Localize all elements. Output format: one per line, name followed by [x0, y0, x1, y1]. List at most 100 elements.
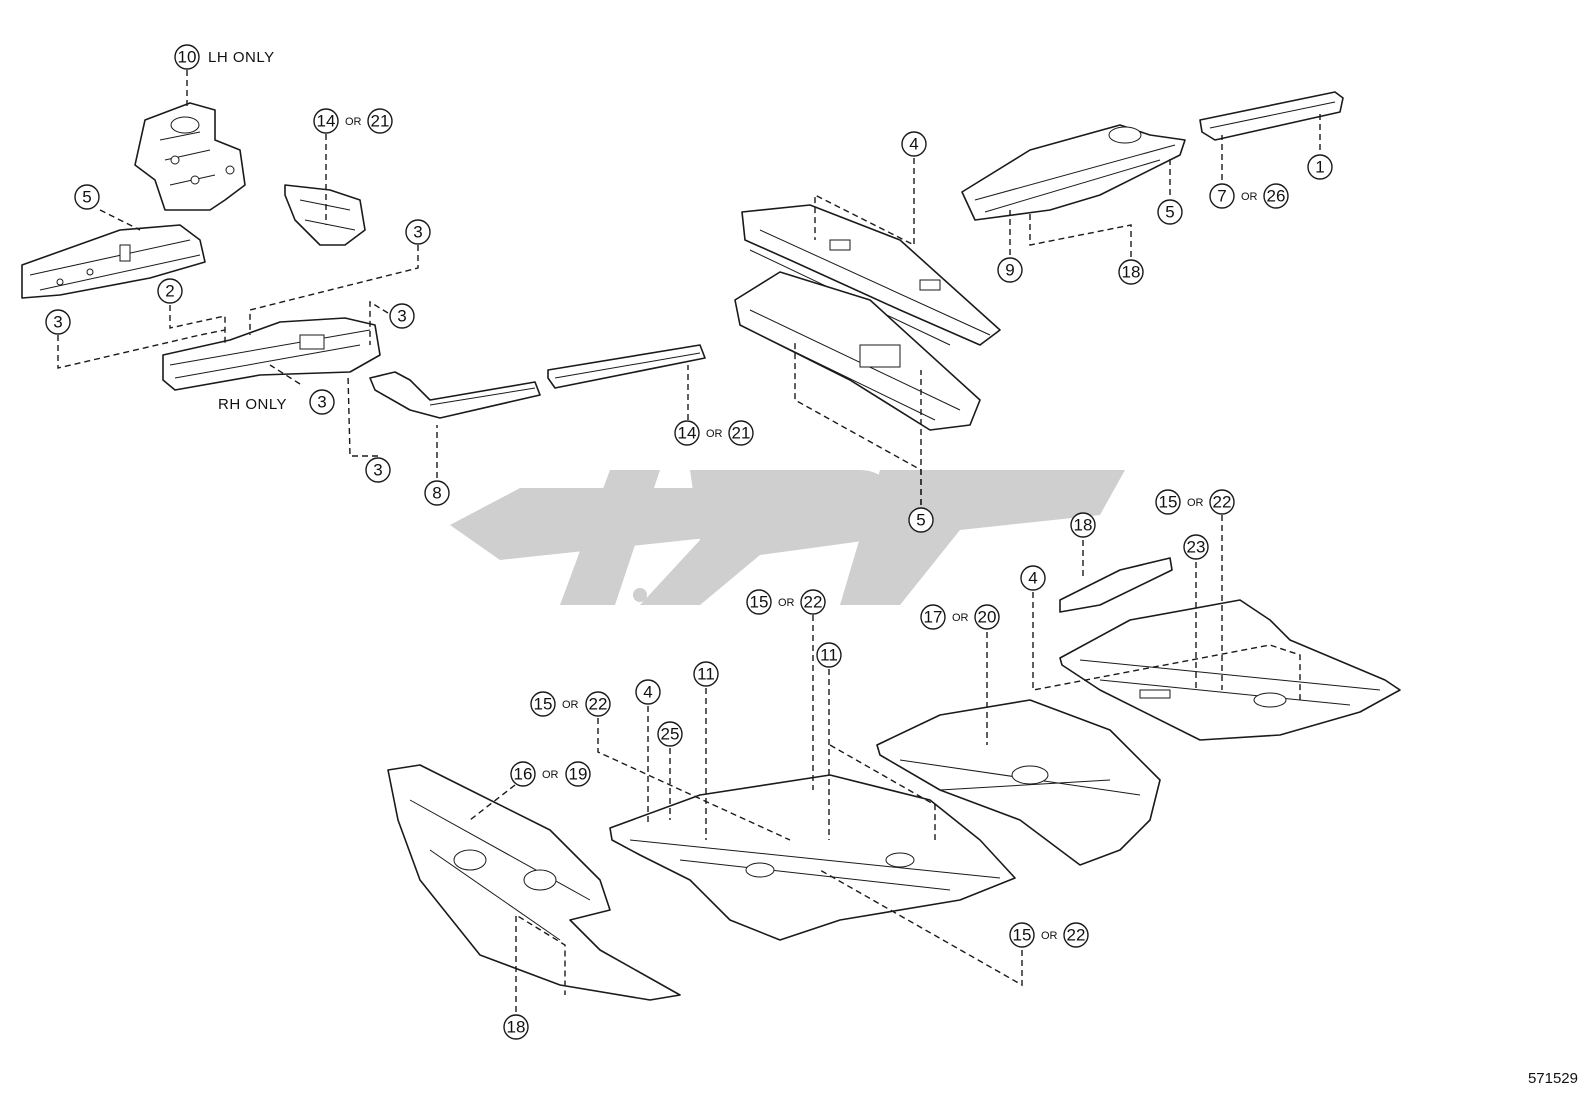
callout-23: 23 — [1183, 534, 1209, 560]
callout-22-right: 22 — [1209, 489, 1235, 515]
leader-lines — [57, 70, 1321, 1012]
part-front-member — [162, 317, 381, 391]
part-center-floor — [876, 699, 1161, 866]
svg-text:21: 21 — [732, 424, 751, 443]
callout-14-top: 14 — [313, 108, 339, 134]
svg-text:5: 5 — [82, 188, 91, 207]
svg-text:15: 15 — [1159, 493, 1178, 512]
svg-text:4: 4 — [1028, 569, 1037, 588]
svg-text:3: 3 — [373, 461, 382, 480]
note-rh-only: RH ONLY — [218, 396, 287, 413]
svg-text:16: 16 — [514, 765, 533, 784]
svg-text:22: 22 — [1067, 926, 1086, 945]
callout-3-rh: 3 — [309, 389, 335, 415]
callout-2: 2 — [157, 278, 183, 304]
callout-8: 8 — [424, 480, 450, 506]
part-rear-end-rail — [1199, 91, 1344, 141]
callout-15-lower-left: 15 — [530, 691, 556, 717]
svg-text:10: 10 — [178, 48, 197, 67]
or-label-8: OR — [542, 769, 559, 781]
note-lh-only: LH ONLY — [208, 49, 275, 66]
or-label-7: OR — [562, 699, 579, 711]
or-label-5: OR — [952, 612, 969, 624]
part-side-rail-left — [21, 224, 206, 299]
part-front-floor — [609, 774, 1016, 941]
svg-text:15: 15 — [534, 695, 553, 714]
svg-text:23: 23 — [1187, 538, 1206, 557]
callout-4-right: 4 — [1020, 565, 1046, 591]
svg-text:20: 20 — [978, 608, 997, 627]
or-label-1: OR — [345, 116, 362, 128]
or-label-6: OR — [778, 597, 795, 609]
callout-22-lower-right: 22 — [1063, 922, 1089, 948]
callout-3-left: 3 — [45, 309, 71, 335]
svg-text:18: 18 — [1122, 263, 1141, 282]
callout-19: 19 — [565, 761, 591, 787]
svg-text:4: 4 — [643, 683, 652, 702]
callout-18-mid: 18 — [1070, 512, 1096, 538]
callout-9: 9 — [997, 257, 1023, 283]
callout-3-lower: 3 — [365, 457, 391, 483]
callout-20: 20 — [974, 604, 1000, 630]
or-label-4: OR — [1187, 497, 1204, 509]
svg-text:9: 9 — [1005, 261, 1014, 280]
callout-5-left: 5 — [74, 184, 100, 210]
callout-15-right: 15 — [1155, 489, 1181, 515]
diagram-number: 571529 — [1527, 1070, 1578, 1087]
callout-11-right: 11 — [816, 642, 842, 668]
part-rear-side-member — [961, 124, 1186, 221]
callout-17: 17 — [920, 604, 946, 630]
svg-text:5: 5 — [916, 511, 925, 530]
svg-text:18: 18 — [507, 1018, 526, 1037]
svg-text:21: 21 — [371, 112, 390, 131]
svg-text:7: 7 — [1217, 187, 1226, 206]
callout-4-top: 4 — [901, 131, 927, 157]
or-label-9: OR — [1041, 930, 1058, 942]
svg-text:14: 14 — [317, 112, 336, 131]
callout-22-lower-left: 22 — [585, 691, 611, 717]
part-bracket-top — [284, 184, 366, 246]
callout-15-center: 15 — [746, 589, 772, 615]
callout-18-bottom: 18 — [503, 1014, 529, 1040]
callout-4-lower: 4 — [635, 679, 661, 705]
callout-16: 16 — [510, 761, 536, 787]
part-strut-tower — [134, 102, 246, 211]
svg-text:22: 22 — [589, 695, 608, 714]
callout-11-left: 11 — [693, 661, 719, 687]
callout-5-center: 5 — [908, 507, 934, 533]
svg-text:3: 3 — [53, 313, 62, 332]
svg-text:14: 14 — [678, 424, 697, 443]
svg-text:17: 17 — [924, 608, 943, 627]
svg-text:2: 2 — [165, 282, 174, 301]
part-cross-member-lower — [734, 271, 981, 431]
svg-text:3: 3 — [397, 307, 406, 326]
svg-text:4: 4 — [909, 135, 918, 154]
callout-21-top: 21 — [367, 108, 393, 134]
part-dash-panel — [387, 764, 681, 1001]
callout-25: 25 — [657, 721, 683, 747]
svg-text:11: 11 — [697, 665, 715, 684]
callout-10: 10 — [174, 44, 200, 70]
svg-text:15: 15 — [1013, 926, 1032, 945]
part-small-bracket-18 — [1059, 557, 1173, 613]
watermark-logo — [450, 470, 1125, 605]
part-rear-floor-pan — [1059, 599, 1401, 741]
callout-18-top: 18 — [1118, 259, 1144, 285]
svg-text:3: 3 — [317, 393, 326, 412]
callout-15-lower-right: 15 — [1009, 922, 1035, 948]
svg-text:26: 26 — [1267, 187, 1286, 206]
part-rear-rail-strip — [547, 344, 706, 389]
or-label-2: OR — [706, 428, 723, 440]
callout-21-mid: 21 — [728, 420, 754, 446]
svg-text:15: 15 — [750, 593, 769, 612]
callout-26: 26 — [1263, 183, 1289, 209]
svg-text:1: 1 — [1315, 158, 1324, 177]
svg-text:19: 19 — [569, 765, 588, 784]
callout-3-upper: 3 — [405, 219, 431, 245]
svg-text:18: 18 — [1074, 516, 1093, 535]
part-rocker-rail — [369, 371, 541, 419]
callout-7: 7 — [1209, 183, 1235, 209]
or-label-3: OR — [1241, 191, 1258, 203]
